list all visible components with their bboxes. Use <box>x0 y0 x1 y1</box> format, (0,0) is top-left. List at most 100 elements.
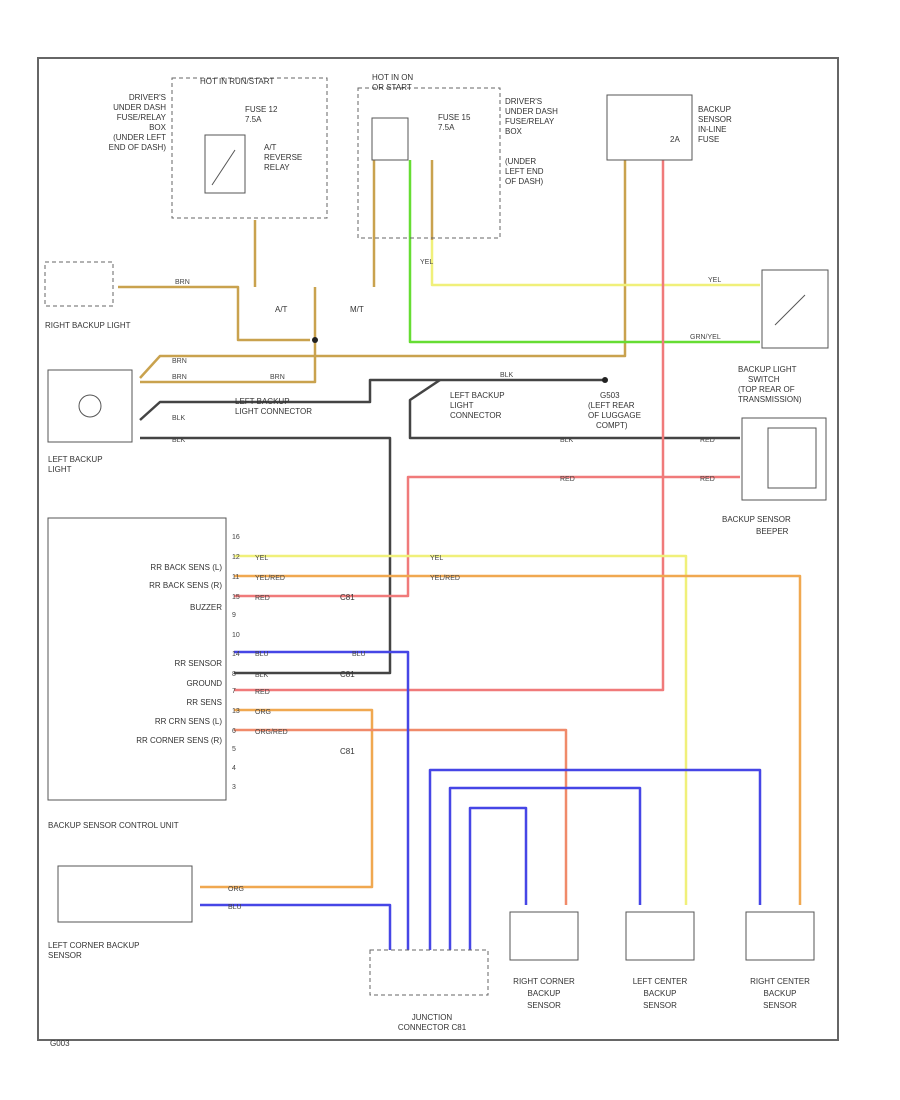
fuse-relay-box-right <box>357 87 501 239</box>
svg-text:LEFT CENTER: LEFT CENTER <box>633 977 688 986</box>
svg-text:9: 9 <box>232 612 236 619</box>
wire-label-yel-2: YEL <box>255 555 268 562</box>
wire-grn-yel-switch <box>408 160 760 344</box>
svg-text:OF LUGGAGE: OF LUGGAGE <box>588 411 641 420</box>
svg-text:IN-LINE: IN-LINE <box>698 125 726 134</box>
backup-light-switch <box>761 269 829 349</box>
svg-text:BEEPER: BEEPER <box>756 527 789 536</box>
wire-label-brn-4: BRN <box>270 374 285 381</box>
svg-text:SENSOR: SENSOR <box>48 951 82 960</box>
wire-label-blk-4: BLK <box>560 437 574 444</box>
svg-text:8: 8 <box>232 671 236 678</box>
svg-text:(LEFT REAR: (LEFT REAR <box>588 401 635 410</box>
wire-label-blu-1: BLU <box>255 651 269 658</box>
left-center-backup-sensor <box>625 911 695 961</box>
svg-text:RR BACK SENS (L): RR BACK SENS (L) <box>150 563 222 572</box>
hot-run-label: HOT IN ON <box>372 73 413 82</box>
svg-text:4: 4 <box>232 765 236 772</box>
wire-org-left-corner <box>200 708 374 889</box>
wire-label-blu-3: BLU <box>228 904 242 911</box>
wire-red-fuse-cu <box>234 160 665 692</box>
left-backup-light <box>47 369 133 443</box>
svg-text:SENSOR: SENSOR <box>643 1001 677 1010</box>
diagram-code: G003 <box>50 1039 70 1048</box>
hot-start-label: HOT IN RUN/START <box>200 77 274 86</box>
wire-yel-red-right-center <box>234 574 802 905</box>
wire-yel-switch <box>430 240 760 287</box>
svg-text:7: 7 <box>232 688 236 695</box>
control-unit-label: BACKUP SENSOR CONTROL UNIT <box>48 821 179 830</box>
wire-label-yel-3: YEL <box>430 555 443 562</box>
svg-text:BOX: BOX <box>149 123 167 132</box>
wire-label-blk-1: BLK <box>172 415 186 422</box>
svg-text:LEFT BACKUP: LEFT BACKUP <box>48 455 103 464</box>
backup-sensor-control-unit <box>47 517 227 801</box>
or-start-label: OR START <box>372 83 412 92</box>
backup-sensor-inline-fuse <box>606 94 693 161</box>
junction-connector-label: JUNCTION CONNECTOR C81 <box>398 1013 467 1032</box>
svg-text:A/T: A/T <box>264 143 277 152</box>
backup-light-switch-label: BACKUP LIGHT SWITCH (TOP REAR OF TRANSMI… <box>738 365 802 404</box>
wire-labels: BRN BRN BRN BRN YEL GRN/YEL BLK BLK BLK … <box>172 259 721 911</box>
wire-brn-right-light <box>118 285 310 342</box>
mt-label: M/T <box>350 305 364 314</box>
svg-text:10: 10 <box>232 632 240 639</box>
svg-text:G503: G503 <box>600 391 620 400</box>
svg-text:RR CORNER SENS (R): RR CORNER SENS (R) <box>136 736 222 745</box>
svg-text:COMPT): COMPT) <box>596 421 628 430</box>
wire-blk-ground <box>139 378 605 421</box>
fuse-box-left-label: DRIVER'S UNDER DASH FUSE/RELAY BOX (UNDE… <box>109 93 167 152</box>
left-corner-backup-sensor <box>57 865 193 923</box>
inline-fuse-label: BACKUP SENSOR IN-LINE FUSE <box>698 105 732 144</box>
svg-text:FUSE/RELAY: FUSE/RELAY <box>117 113 167 122</box>
left-backup-light-connector-label: LEFT BACKUP LIGHT CONNECTOR <box>235 397 312 416</box>
wire-label-blk-3: BLK <box>500 372 514 379</box>
wire-brn-backup-fuse <box>139 160 627 379</box>
svg-text:LEFT BACKUP: LEFT BACKUP <box>450 391 505 400</box>
switch-contact-icon <box>774 294 806 326</box>
wire-label-yel-4: YEL <box>420 259 433 266</box>
svg-text:SWITCH: SWITCH <box>748 375 780 384</box>
wire-label-red-5: RED <box>255 689 270 696</box>
wire-org-red-right-corner <box>234 728 568 905</box>
reverse-relay <box>204 134 246 194</box>
fuse12-amp: 7.5A <box>245 115 262 124</box>
wire-label-blk-5: BLK <box>255 672 269 679</box>
svg-text:LEFT END: LEFT END <box>505 167 544 176</box>
c81-label-middle: C81 <box>340 670 355 679</box>
beeper-label: BACKUP SENSOR BEEPER <box>722 515 791 536</box>
control-unit-pin-names: RR BACK SENS (L) RR BACK SENS (R) BUZZER… <box>136 563 222 745</box>
svg-text:BACKUP: BACKUP <box>644 989 677 998</box>
wire-red-beeper <box>234 475 740 598</box>
svg-text:DRIVER'S: DRIVER'S <box>505 97 542 106</box>
svg-text:RIGHT CORNER: RIGHT CORNER <box>513 977 575 986</box>
svg-text:LIGHT: LIGHT <box>450 401 474 410</box>
wire-label-yel-1: YEL <box>708 277 721 284</box>
wire-brn-splice <box>140 287 317 384</box>
right-center-backup-sensor <box>745 911 815 961</box>
svg-text:REVERSE: REVERSE <box>264 153 302 162</box>
left-backup-light-label: LEFT BACKUP LIGHT <box>48 455 103 474</box>
wire-label-grn-yel: GRN/YEL <box>690 334 721 341</box>
svg-text:(UNDER: (UNDER <box>505 157 536 166</box>
svg-text:DRIVER'S: DRIVER'S <box>129 93 166 102</box>
svg-text:LIGHT CONNECTOR: LIGHT CONNECTOR <box>235 407 312 416</box>
fuse-box-right-label: DRIVER'S UNDER DASH FUSE/RELAY BOX (UNDE… <box>505 97 558 186</box>
svg-text:14: 14 <box>232 651 240 658</box>
svg-text:SENSOR: SENSOR <box>763 1001 797 1010</box>
fuse12-label: FUSE 12 <box>245 105 278 114</box>
wire-label-brn-3: BRN <box>172 374 187 381</box>
svg-text:RR SENS: RR SENS <box>186 698 222 707</box>
svg-text:RR BACK SENS (R): RR BACK SENS (R) <box>149 581 222 590</box>
wire-label-brn-1: BRN <box>175 279 190 286</box>
svg-text:LEFT CORNER BACKUP: LEFT CORNER BACKUP <box>48 941 139 950</box>
fuse15-label: FUSE 15 <box>438 113 471 122</box>
svg-text:BACKUP: BACKUP <box>698 105 731 114</box>
svg-text:BACKUP: BACKUP <box>528 989 561 998</box>
wire-blk-connector <box>408 378 680 440</box>
wire-label-org-red: ORG/RED <box>255 729 288 736</box>
svg-text:15: 15 <box>232 594 240 601</box>
svg-text:12: 12 <box>232 554 240 561</box>
svg-text:JUNCTION: JUNCTION <box>412 1013 453 1022</box>
